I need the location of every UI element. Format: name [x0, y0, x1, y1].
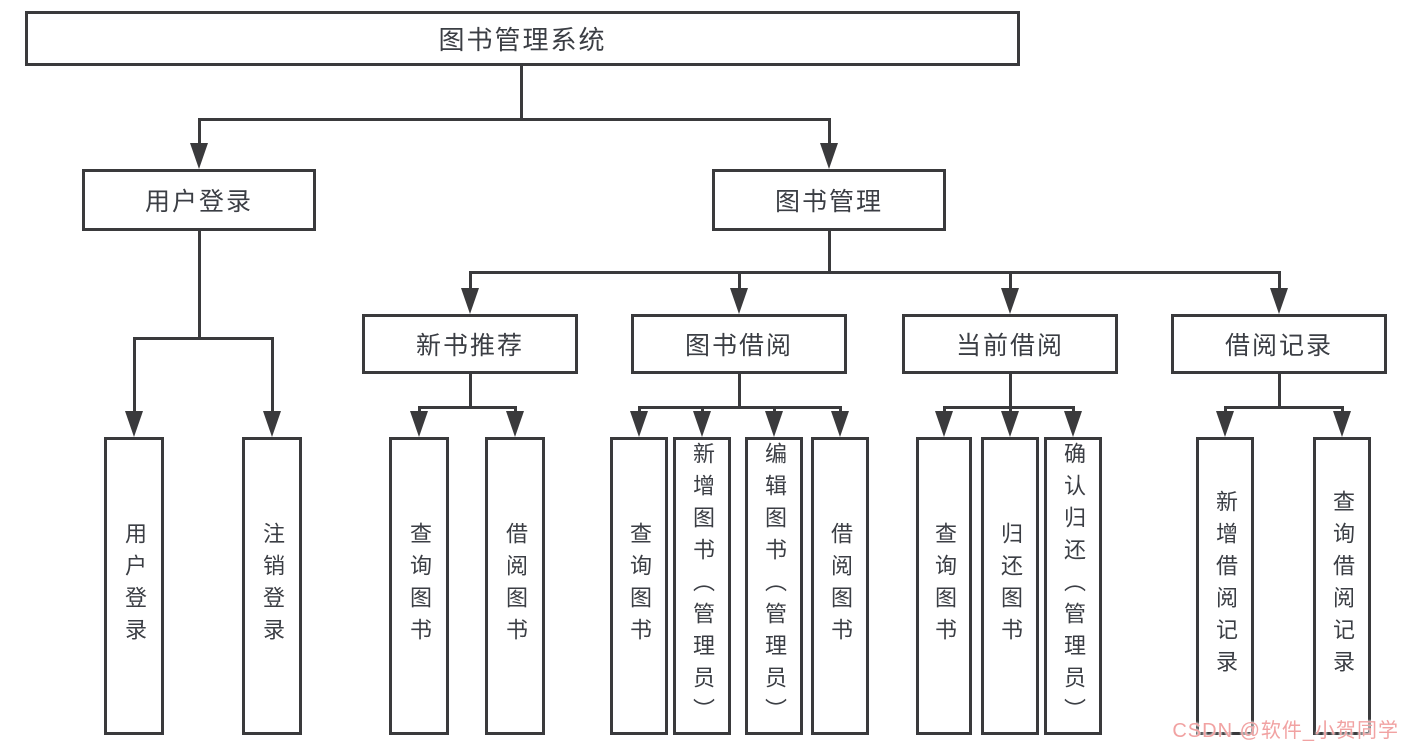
connector-line — [738, 372, 741, 406]
connector-line — [418, 406, 516, 409]
connector-line — [1224, 406, 1343, 409]
leaf-query-books-current-label: 查询图书 — [932, 522, 957, 650]
connector-line — [469, 271, 1280, 274]
node-new-book-recommend: 新书推荐 — [362, 314, 578, 374]
connector-line — [271, 337, 274, 415]
connector-line — [828, 231, 831, 271]
leaf-query-borrow-record-label: 查询借阅记录 — [1330, 490, 1355, 682]
connector-line — [198, 118, 831, 121]
node-user-login: 用户登录 — [82, 169, 316, 231]
connector-line — [1224, 406, 1227, 415]
connector-line — [198, 118, 201, 148]
connector-line — [701, 406, 704, 415]
connector-line — [418, 406, 421, 415]
arrowhead — [730, 288, 748, 314]
leaf-borrow-books-recommend: 借阅图书 — [485, 437, 545, 735]
connector-line — [133, 337, 136, 415]
leaf-query-borrow-record: 查询借阅记录 — [1313, 437, 1371, 735]
arrowhead — [935, 411, 953, 437]
connector-line — [738, 271, 741, 291]
leaf-add-book-admin-label: 新增图书（管理员） — [690, 442, 715, 730]
leaf-borrow-books-recommend-label: 借阅图书 — [503, 522, 528, 650]
connector-line — [1278, 372, 1281, 406]
leaf-query-books-current: 查询图书 — [916, 437, 972, 735]
connector-line — [1278, 271, 1281, 291]
node-current-borrow: 当前借阅 — [902, 314, 1118, 374]
arrowhead — [1001, 288, 1019, 314]
leaf-edit-book-admin-label: 编辑图书（管理员） — [762, 442, 787, 730]
connector-line — [133, 337, 273, 340]
node-book-management: 图书管理 — [712, 169, 946, 231]
connector-line — [469, 271, 472, 291]
leaf-confirm-return-admin-label: 确认归还（管理员） — [1061, 442, 1086, 730]
leaf-user-login-label: 用户登录 — [122, 522, 147, 650]
connector-line — [198, 231, 201, 337]
leaf-borrow-books: 借阅图书 — [811, 437, 869, 735]
arrowhead — [190, 143, 208, 169]
arrowhead — [693, 411, 711, 437]
leaf-query-books-recommend: 查询图书 — [389, 437, 449, 735]
node-root: 图书管理系统 — [25, 11, 1020, 66]
leaf-logout: 注销登录 — [242, 437, 302, 735]
leaf-add-book-admin: 新增图书（管理员） — [673, 437, 731, 735]
leaf-add-borrow-record-label: 新增借阅记录 — [1213, 490, 1238, 682]
arrowhead — [630, 411, 648, 437]
arrowhead — [461, 288, 479, 314]
connector-line — [1009, 271, 1012, 291]
leaf-user-login: 用户登录 — [104, 437, 164, 735]
leaf-confirm-return-admin: 确认归还（管理员） — [1044, 437, 1102, 735]
arrowhead — [765, 411, 783, 437]
leaf-return-books-label: 归还图书 — [998, 522, 1023, 650]
connector-line — [773, 406, 776, 415]
leaf-query-books-borrow-label: 查询图书 — [627, 522, 652, 650]
arrowhead — [1333, 411, 1351, 437]
leaf-borrow-books-label: 借阅图书 — [828, 522, 853, 650]
arrowhead — [263, 411, 281, 437]
arrowhead — [1216, 411, 1234, 437]
watermark: CSDN @软件_小贺同学 — [1172, 720, 1399, 742]
connector-line — [469, 372, 472, 406]
connector-line — [1072, 406, 1075, 415]
connector-line — [514, 406, 517, 415]
connector-line — [638, 406, 641, 415]
node-borrow-records: 借阅记录 — [1171, 314, 1387, 374]
arrowhead — [1064, 411, 1082, 437]
arrowhead — [506, 411, 524, 437]
leaf-logout-label: 注销登录 — [260, 522, 285, 650]
connector-line — [943, 406, 946, 415]
connector-line — [1341, 406, 1344, 415]
connector-line — [943, 406, 1074, 409]
connector-line — [828, 118, 831, 148]
arrowhead — [125, 411, 143, 437]
arrowhead — [820, 143, 838, 169]
connector-line — [638, 406, 841, 409]
node-book-borrow: 图书借阅 — [631, 314, 847, 374]
leaf-add-borrow-record: 新增借阅记录 — [1196, 437, 1254, 735]
leaf-edit-book-admin: 编辑图书（管理员） — [745, 437, 803, 735]
connector-line — [839, 406, 842, 415]
connector-line — [1009, 372, 1012, 406]
arrowhead — [410, 411, 428, 437]
leaf-query-books-recommend-label: 查询图书 — [407, 522, 432, 650]
arrowhead — [1270, 288, 1288, 314]
connector-line — [520, 66, 523, 118]
leaf-query-books-borrow: 查询图书 — [610, 437, 668, 735]
arrowhead — [1001, 411, 1019, 437]
connector-line — [1009, 406, 1012, 415]
leaf-return-books: 归还图书 — [981, 437, 1039, 735]
arrowhead — [831, 411, 849, 437]
